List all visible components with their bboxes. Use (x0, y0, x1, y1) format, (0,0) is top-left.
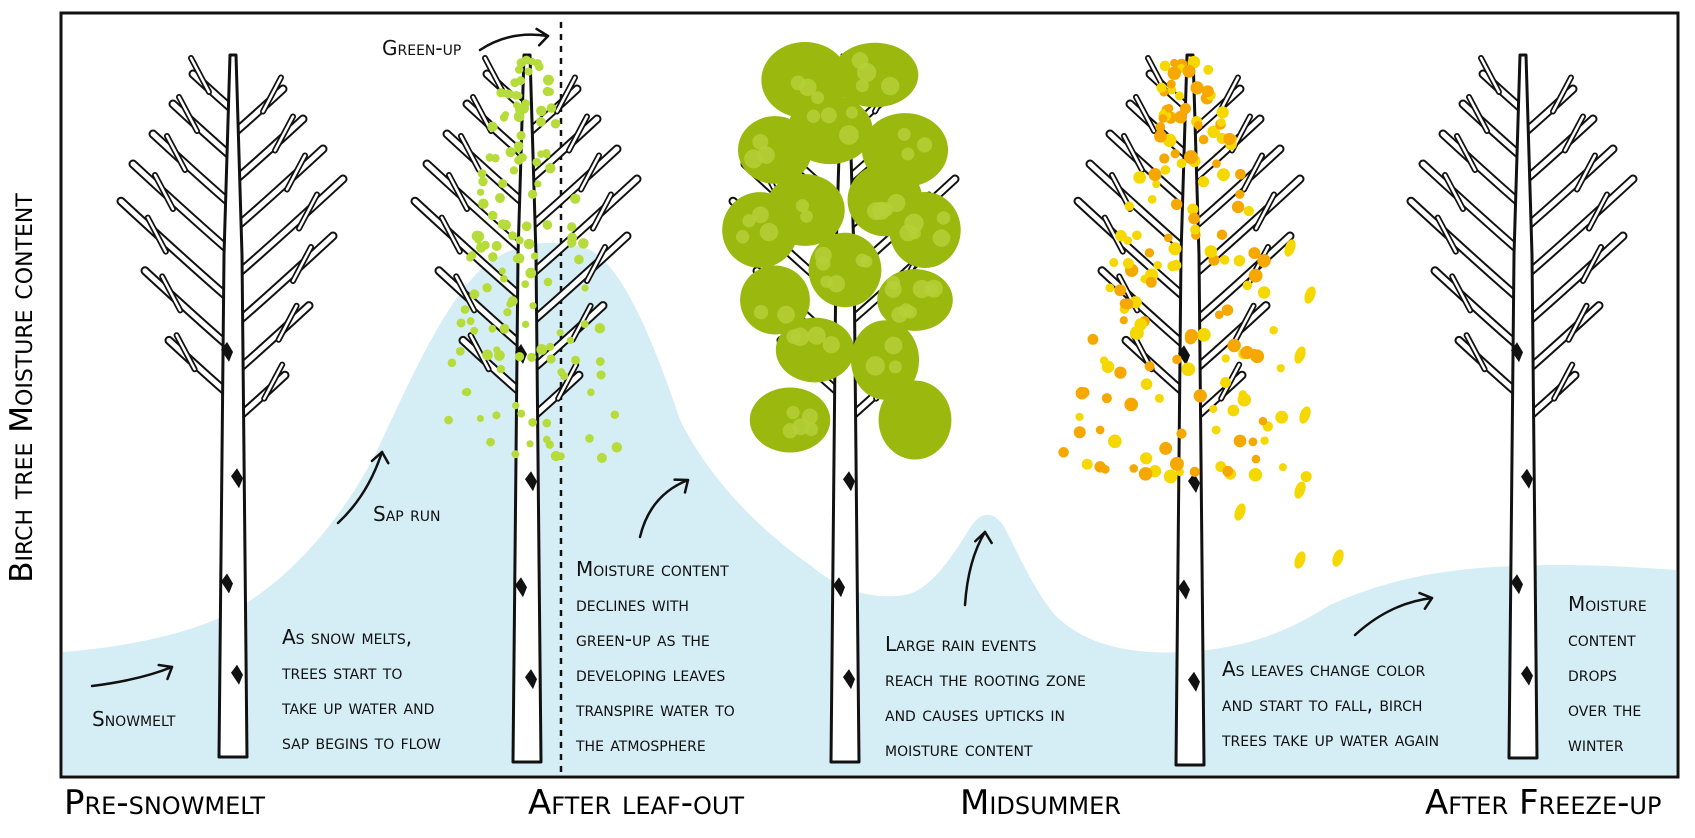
annotation-moisture-declines: Moisture content declines with green-up … (576, 552, 735, 762)
bare-birch-tree-icon (116, 53, 348, 759)
snowmelt-arrow-icon (90, 663, 174, 688)
moisture-content-curve (63, 242, 1676, 776)
season-label-midsummer: Midsummer (960, 783, 1121, 823)
annotation-winter-drop: Moisture content drops over the winter (1568, 587, 1647, 762)
rain-arrow-icon (963, 530, 993, 607)
foliage (1058, 55, 1344, 569)
season-label-after-leaf-out: After leaf-out (528, 783, 745, 823)
diagram-frame (59, 11, 1680, 779)
annotation-line: reach the rooting zone (885, 667, 1086, 691)
annotation-line: As leaves change color (1222, 657, 1426, 681)
annotation-line: over the (1568, 697, 1642, 721)
annotation-line: Large rain events (885, 632, 1037, 656)
foliage (722, 42, 961, 460)
annotation-line: trees start to (282, 660, 403, 684)
annotation-line: Moisture content (576, 557, 729, 581)
foliage (444, 55, 623, 463)
annotation-line: green-up as the (576, 627, 710, 651)
water-uptake-arrow-icon (1353, 591, 1434, 637)
annotation-sap-run: Sap run (373, 502, 441, 526)
autumn-birch-tree-icon (1058, 53, 1344, 767)
sap-run-arrow-icon (336, 450, 390, 525)
annotation-line: declines with (576, 592, 689, 616)
annotation-line: Moisture (1568, 592, 1647, 616)
trunk (217, 53, 249, 759)
y-axis-label: Birch tree Moisture content (4, 193, 40, 583)
annotation-line: the atmosphere (576, 732, 706, 756)
decline-arrow-icon (638, 478, 690, 539)
annotation-line: moisture content (885, 737, 1033, 761)
annotation-line: take up water and (282, 695, 435, 719)
annotation-line: drops (1568, 662, 1617, 686)
trunk (1507, 53, 1539, 760)
green-up-arrow-icon (478, 27, 550, 52)
leafing-birch-tree-icon (410, 53, 642, 764)
annotation-line: sap begins to flow (282, 730, 441, 754)
annotation-snowmelt: Snowmelt (92, 707, 176, 731)
summer-birch-tree-icon (722, 42, 961, 764)
annotation-rain-events: Large rain events reach the rooting zone… (885, 627, 1086, 767)
annotation-line: content (1568, 627, 1636, 651)
annotation-line: developing leaves (576, 662, 726, 686)
annotation-line: winter (1568, 732, 1624, 756)
annotation-line: transpire water to (576, 697, 735, 721)
annotation-line: and start to fall, birch (1222, 692, 1423, 716)
annotation-green-up: Green-up (382, 36, 462, 60)
season-label-pre-snowmelt: Pre-snowmelt (64, 783, 266, 823)
annotation-line: As snow melts, (282, 625, 413, 649)
annotation-snow-melts: As snow melts, trees start to take up wa… (282, 620, 441, 760)
annotation-leaves-change: As leaves change color and start to fall… (1222, 652, 1439, 757)
annotation-line: and causes upticks in (885, 702, 1065, 726)
bare-birch-tree-icon (1406, 53, 1638, 760)
season-label-after-freeze-up: After Freeze-up (1425, 783, 1662, 823)
annotation-line: trees take up water again (1222, 727, 1440, 751)
